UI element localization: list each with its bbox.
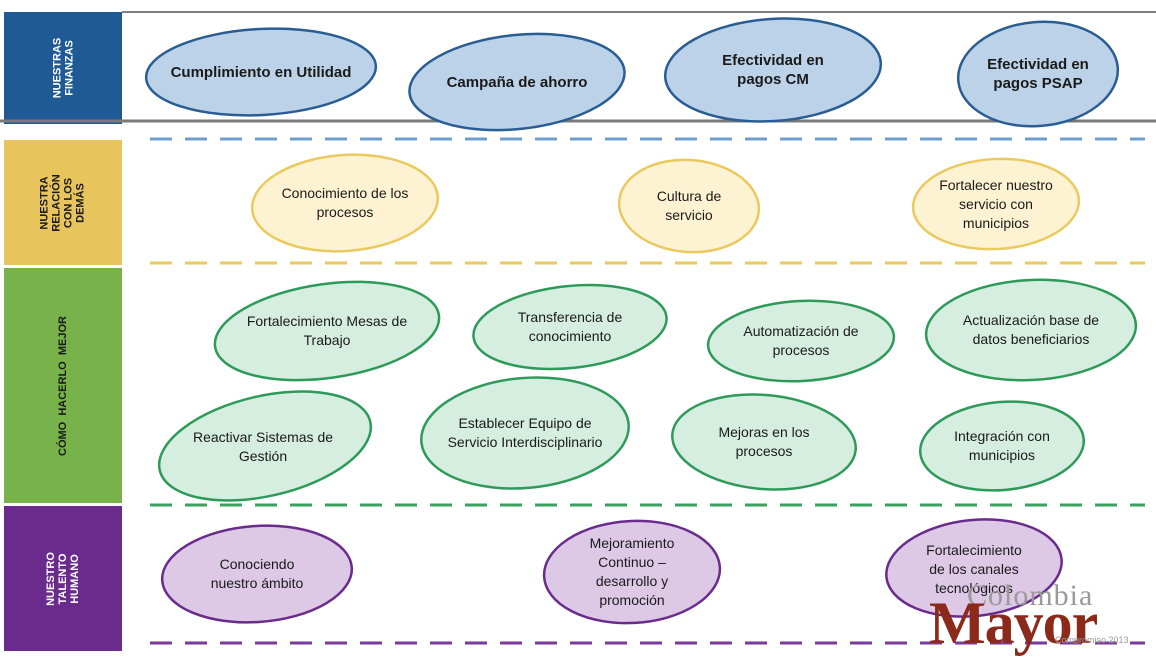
blob-mejoramiento-continuo bbox=[542, 519, 722, 625]
node-automatizacion: Automatización de procesos bbox=[743, 323, 859, 358]
blob-integracion-municipios bbox=[918, 400, 1086, 492]
node-cultura-servicio: Cultura de servicio bbox=[656, 188, 722, 223]
band-procesos: CÓMO HACERLO MEJOR bbox=[4, 268, 122, 503]
band-relacion: NUESTRA RELACIÓN CON LOS DEMÁS bbox=[4, 140, 122, 265]
node-cumplimiento-utilidad: Cumplimiento en Utilidad bbox=[170, 63, 352, 81]
logo-mayor-text: Mayor bbox=[929, 590, 1098, 656]
band-finanzas: NUESTRAS FINANZAS bbox=[4, 12, 122, 124]
blob-actualizacion-base bbox=[924, 278, 1138, 382]
node-reactivar-sistemas: Reactivar Sistemas de Gestión bbox=[192, 429, 334, 464]
node-efectividad-psap: Efectividad en pagos PSAP bbox=[987, 56, 1089, 92]
colombia-mayor-logo: Colombia Mayor Compromiso 2013 bbox=[905, 575, 1150, 656]
node-transferencia-conocimiento: Transferencia de conocimiento bbox=[517, 309, 623, 344]
blob-fortalecimiento-canales bbox=[885, 518, 1063, 618]
node-fortalecer-servicio: Fortalecer nuestro servicio con municipi… bbox=[939, 176, 1053, 231]
node-fortalecimiento-canales: Fortalecimiento de los canales tecnológi… bbox=[926, 541, 1022, 596]
blob-transferencia-conocimiento bbox=[472, 283, 668, 371]
node-integracion-municipios: Integración con municipios bbox=[954, 428, 1050, 463]
node-establecer-equipo: Establecer Equipo de Servicio Interdisci… bbox=[447, 415, 603, 450]
blob-conociendo-ambito bbox=[160, 524, 354, 624]
node-mejoras-procesos: Mejoras en los procesos bbox=[718, 424, 810, 459]
node-fortalecimiento-mesas: Fortalecimiento Mesas de Trabajo bbox=[246, 313, 408, 348]
blob-cumplimiento-utilidad bbox=[144, 27, 378, 117]
blob-establecer-equipo bbox=[420, 376, 630, 490]
blob-mejoras-procesos bbox=[671, 393, 857, 491]
blob-reactivar-sistemas bbox=[157, 390, 373, 502]
logo-compromiso-text: Compromiso 2013 bbox=[1055, 635, 1129, 645]
node-efectividad-cm: Efectividad en pagos CM bbox=[722, 52, 824, 88]
node-mejoramiento-continuo: Mejoramiento Continuo – desarrollo y pro… bbox=[589, 535, 675, 608]
node-campana-ahorro: Campaña de ahorro bbox=[446, 73, 588, 91]
blob-fortalecer-servicio bbox=[911, 157, 1081, 251]
band-talento: NUESTRO TALENTO HUMANO bbox=[4, 506, 122, 651]
blob-efectividad-psap bbox=[956, 20, 1120, 128]
blob-cultura-servicio bbox=[617, 158, 761, 254]
blob-efectividad-cm bbox=[663, 17, 883, 123]
blob-conocimiento-procesos bbox=[250, 153, 440, 253]
blob-automatizacion bbox=[706, 299, 896, 383]
node-conocimiento-procesos: Conocimiento de los procesos bbox=[281, 185, 409, 220]
blob-fortalecimiento-mesas bbox=[213, 280, 441, 382]
node-actualizacion-base: Actualización base de datos beneficiario… bbox=[962, 312, 1100, 347]
node-conociendo-ambito: Conociendo nuestro ámbito bbox=[210, 556, 304, 591]
logo-colombia-text: Colombia bbox=[967, 579, 1094, 612]
blob-campana-ahorro bbox=[408, 32, 626, 132]
